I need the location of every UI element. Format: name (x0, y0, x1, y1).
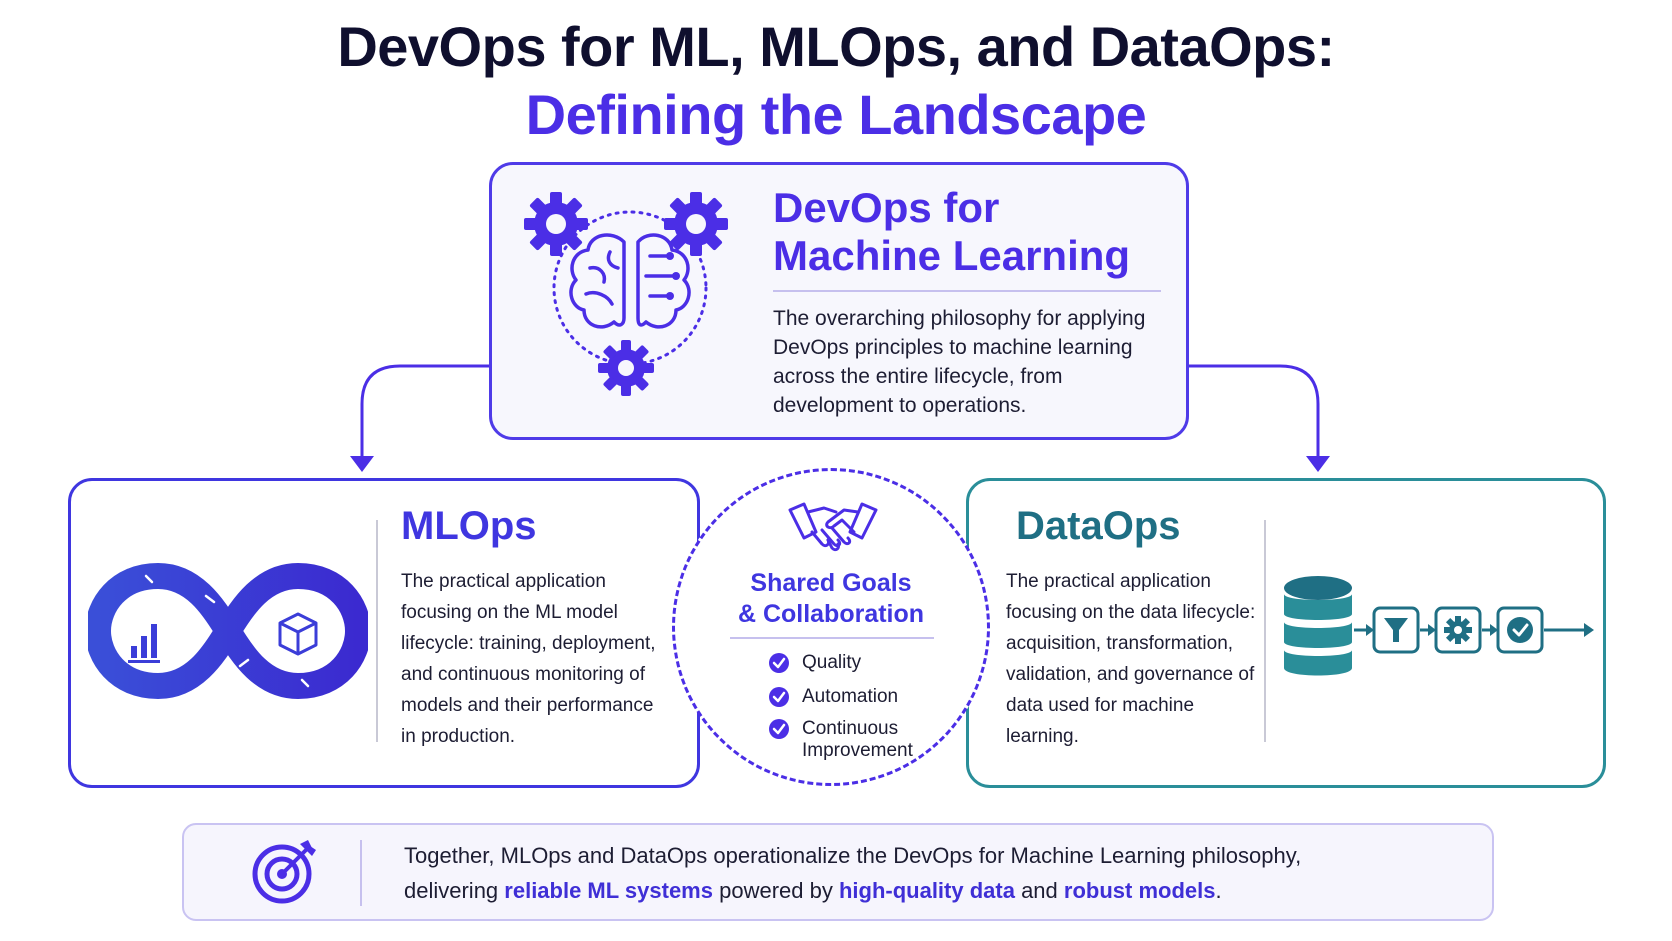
shared-goals-title-line2: & Collaboration (737, 600, 925, 628)
devops-ml-card (489, 162, 1189, 440)
dataops-title: DataOps (1016, 504, 1181, 548)
shared-goals-title: Shared Goals & Collaboration (700, 568, 962, 630)
goal-label: Quality (802, 652, 862, 673)
devops-ml-divider (773, 290, 1161, 292)
brain-gears-icon (524, 192, 728, 396)
dataops-description: The practical application focusing on th… (1006, 571, 1256, 747)
summary-text-part: and (1014, 878, 1064, 903)
devops-ml-description: The overarching philosophy for applying … (773, 307, 1146, 417)
summary-text: Together, MLOps and DataOps operationali… (404, 838, 1474, 908)
summary-card (182, 823, 1494, 921)
goal-item-quality: Quality (768, 652, 861, 674)
goal-label: Automation (802, 686, 899, 707)
database-icon (1284, 576, 1352, 676)
summary-line2: delivering reliable ML systems powered b… (404, 873, 1474, 908)
filter-icon (1384, 618, 1408, 642)
mlops-description: The practical application focusing on th… (401, 571, 656, 747)
goal-label-line1: Continuous (802, 718, 899, 739)
devops-ml-title: DevOps for Machine Learning (773, 184, 1173, 280)
gear-icon (1444, 616, 1472, 644)
summary-line1: Together, MLOps and DataOps operationali… (404, 843, 1302, 868)
page-subtitle: Defining the Landscape (525, 83, 1147, 146)
check-circle-icon (769, 719, 789, 739)
summary-text-part: . (1215, 878, 1222, 903)
highlight-robust-models: robust models (1063, 878, 1216, 903)
arrow-to-mlops (360, 364, 489, 462)
dataops-divider (1264, 520, 1266, 742)
check-circle-icon (769, 687, 789, 707)
goal-item-automation: Automation (768, 686, 898, 708)
handshake-icon (788, 502, 878, 552)
devops-ml-title-line2: Machine Learning (773, 232, 1131, 279)
goal-label-line2: Improvement (802, 740, 913, 761)
mlops-card (68, 478, 700, 788)
check-icon (1507, 617, 1533, 643)
database-pipeline-icon (1284, 576, 1594, 676)
infinity-loop-icon (88, 563, 368, 699)
summary-divider (360, 840, 362, 906)
highlight-high-quality-data: high-quality data (838, 878, 1015, 903)
mlops-divider (376, 520, 378, 742)
goal-label: Continuous Improvement (802, 718, 913, 762)
goal-item-continuous-improvement: Continuous Improvement (768, 718, 913, 762)
target-icon (252, 840, 316, 904)
arrow-to-dataops (1189, 364, 1320, 462)
highlight-reliable-ml-systems: reliable ML systems (504, 878, 713, 903)
summary-text-part: delivering (404, 878, 505, 903)
devops-ml-title-line1: DevOps for (773, 184, 1000, 231)
shared-goals-divider (730, 637, 934, 639)
page-title: DevOps for ML, MLOps, and DataOps: (337, 15, 1335, 78)
shared-goals-title-line1: Shared Goals (750, 569, 912, 597)
mlops-title: MLOps (401, 504, 537, 548)
check-circle-icon (769, 653, 789, 673)
summary-text-part: powered by (712, 878, 839, 903)
